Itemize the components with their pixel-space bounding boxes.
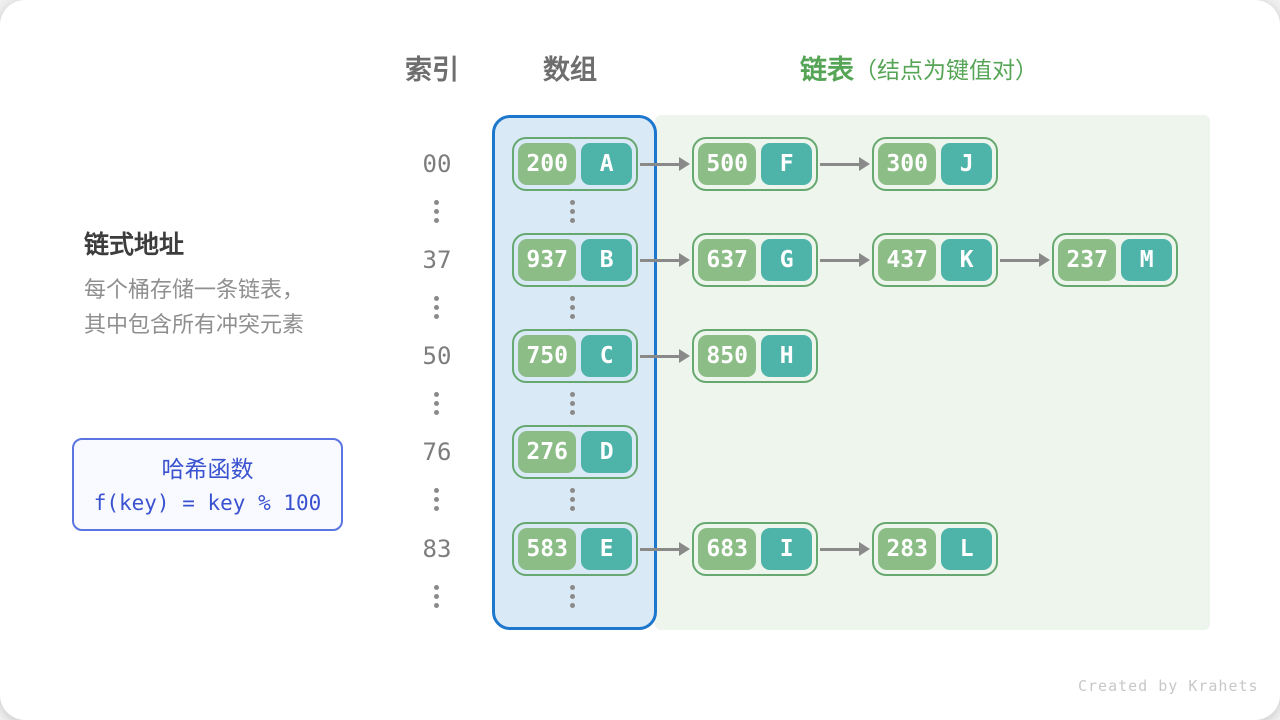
pair-key: 637: [698, 239, 757, 281]
pair-key: 276: [518, 431, 577, 473]
pair-value: A: [581, 143, 632, 185]
pair-node: 850 H: [692, 329, 818, 383]
pair-value: M: [1121, 239, 1172, 281]
credit-text: Created by Krahets: [1078, 677, 1259, 695]
ellipsis-dots: [434, 200, 439, 223]
pair-value: D: [581, 431, 632, 473]
pair-node: 937 B: [512, 233, 638, 287]
pair-node: 283 L: [872, 522, 998, 576]
pair-key: 500: [698, 143, 757, 185]
pair-value: J: [941, 143, 992, 185]
pair-node: 276 D: [512, 425, 638, 479]
pair-key: 283: [878, 528, 937, 570]
ellipsis-dots: [570, 392, 575, 415]
pair-key: 437: [878, 239, 937, 281]
next-pointer-arrow: [640, 156, 690, 172]
ellipsis-dots: [434, 488, 439, 511]
pair-key: 683: [698, 528, 757, 570]
pair-node: 200 A: [512, 137, 638, 191]
pair-value: E: [581, 528, 632, 570]
page-title: 链式地址: [84, 231, 185, 259]
pair-value: F: [761, 143, 812, 185]
pair-key: 850: [698, 335, 757, 377]
pair-value: L: [941, 528, 992, 570]
ellipsis-dots: [570, 488, 575, 511]
next-pointer-arrow: [820, 156, 870, 172]
hash-function-formula: f(key) = key % 100: [93, 491, 322, 515]
description-text: 每个桶存储一条链表， 其中包含所有冲突元素: [84, 272, 304, 342]
pair-key: 750: [518, 335, 577, 377]
next-pointer-arrow: [820, 252, 870, 268]
ellipsis-dots: [570, 585, 575, 608]
next-pointer-arrow: [640, 348, 690, 364]
bucket-index-label: 37: [422, 246, 452, 274]
bucket-index-label: 83: [422, 535, 452, 563]
ellipsis-dots: [434, 392, 439, 415]
pair-key: 237: [1058, 239, 1117, 281]
pair-node: 237 M: [1052, 233, 1178, 287]
column-header-array: 数组: [543, 55, 597, 85]
pair-node: 637 G: [692, 233, 818, 287]
pair-key: 937: [518, 239, 577, 281]
ellipsis-dots: [434, 585, 439, 608]
ellipsis-dots: [434, 296, 439, 319]
hash-function-title: 哈希函数: [161, 456, 254, 482]
pair-key: 583: [518, 528, 577, 570]
pair-node: 750 C: [512, 329, 638, 383]
list-header-label: 链表: [800, 55, 854, 85]
pair-value: I: [761, 528, 812, 570]
pair-node: 500 F: [692, 137, 818, 191]
column-header-index: 索引: [405, 55, 459, 85]
next-pointer-arrow: [820, 541, 870, 557]
pair-key: 200: [518, 143, 577, 185]
pair-node: 683 I: [692, 522, 818, 576]
pair-value: C: [581, 335, 632, 377]
next-pointer-arrow: [1000, 252, 1050, 268]
pair-value: G: [761, 239, 812, 281]
pair-value: H: [761, 335, 812, 377]
bucket-index-label: 50: [422, 342, 452, 370]
description-line: 每个桶存储一条链表，: [84, 277, 305, 302]
pair-value: B: [581, 239, 632, 281]
next-pointer-arrow: [640, 252, 690, 268]
pair-value: K: [941, 239, 992, 281]
column-header-list: 链表 （结点为键值对）: [800, 52, 1038, 88]
pair-node: 583 E: [512, 522, 638, 576]
ellipsis-dots: [570, 200, 575, 223]
hash-function-box: 哈希函数 f(key) = key % 100: [72, 438, 343, 531]
pair-node: 437 K: [872, 233, 998, 287]
bucket-index-label: 00: [422, 150, 452, 178]
pair-node: 300 J: [872, 137, 998, 191]
pair-key: 300: [878, 143, 937, 185]
bucket-index-label: 76: [422, 438, 452, 466]
list-header-note: （结点为键值对）: [854, 57, 1038, 83]
description-line: 其中包含所有冲突元素: [84, 312, 305, 337]
ellipsis-dots: [570, 296, 575, 319]
next-pointer-arrow: [640, 541, 690, 557]
